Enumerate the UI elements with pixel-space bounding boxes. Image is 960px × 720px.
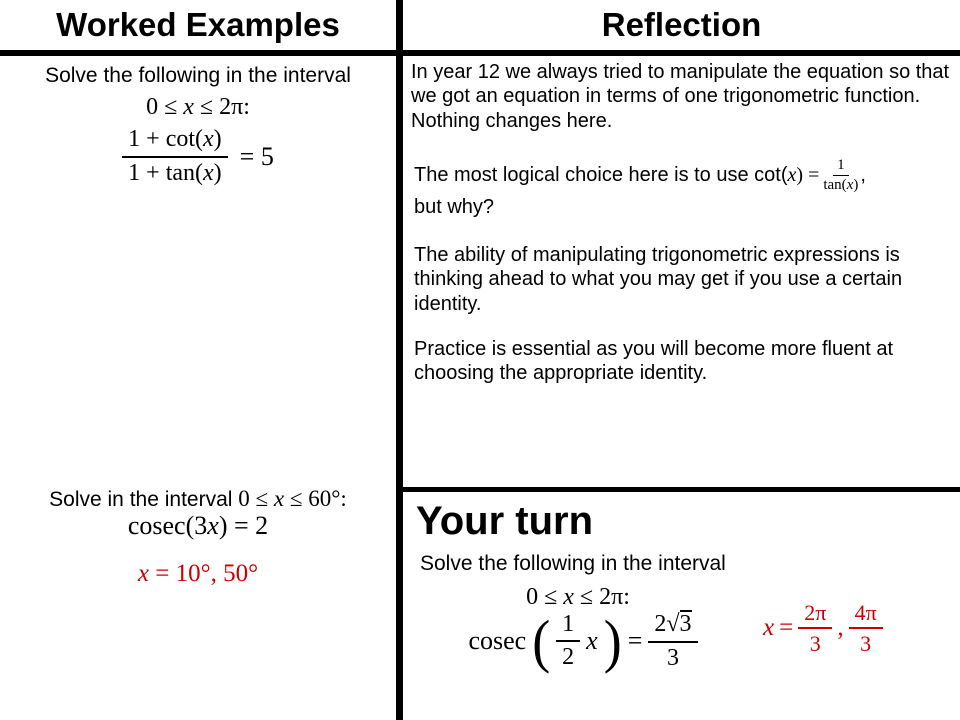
worked-examples-column: Worked Examples Solve the following in t… <box>0 0 396 720</box>
reflection-title: Reflection <box>601 6 762 43</box>
interval-var: x <box>563 584 574 610</box>
answer-frac1-den: 3 <box>809 631 821 657</box>
radical-sign: √ <box>666 611 680 637</box>
p2-var: x <box>787 163 797 186</box>
equation-var: x <box>586 626 598 656</box>
your-turn-equation: cosec ( 1 2 x ) = 2√3 3 <box>403 610 763 672</box>
problem1-interval: 0 ≤ x ≤ 2π: <box>0 94 396 121</box>
reflection-paragraph-3: The ability of manipulating trigonometri… <box>414 244 903 315</box>
problem2-interval: 0 ≤ x ≤ 60°: <box>238 486 347 511</box>
numerator-pre: 1 + cot( <box>128 126 204 152</box>
right-parenthesis: ) <box>603 607 622 674</box>
interval-var: x <box>183 94 194 120</box>
equals-sign: = <box>627 626 643 656</box>
equation-fraction: 1 + cot(x) 1 + tan(x) <box>122 126 228 187</box>
inline-fraction: 1 tan(x) <box>823 157 858 193</box>
rhs-denominator: 3 <box>666 644 679 671</box>
problem2-prompt: Solve in the interval 0 ≤ x ≤ 60°: <box>0 486 396 512</box>
fraction-numerator: 1 + cot(x) <box>122 126 228 158</box>
problem1-prompt: Solve the following in the interval <box>45 64 351 87</box>
half-fraction: 1 2 <box>556 611 581 672</box>
ifrac-den-pre: tan( <box>823 176 847 193</box>
equation-rhs: = 5 <box>239 141 274 171</box>
header-underline <box>0 50 960 56</box>
interval-post: ≤ 60°: <box>284 486 347 511</box>
reflection-paragraph-1: In year 12 we always tried to manipulate… <box>411 61 950 132</box>
column-divider <box>396 0 403 720</box>
ifrac-den-post: ) <box>853 176 859 193</box>
reflection-p2-line1: The most logical choice here is to use c… <box>414 157 956 193</box>
denominator-var: x <box>203 159 214 186</box>
radicand: 3 <box>679 610 692 637</box>
worked-examples-title: Worked Examples <box>56 6 340 43</box>
equation-post: ) = 2 <box>218 511 269 540</box>
interval-pre: 0 ≤ <box>146 94 184 120</box>
reflection-paragraph-4: Practice is essential as you will become… <box>414 338 894 385</box>
answer-frac2-num: 4π <box>848 600 883 630</box>
reflection-paragraph-2: The most logical choice here is to use c… <box>414 157 956 219</box>
answer-fraction-2: 4π 3 <box>848 600 883 657</box>
problem2-answer: x = 10°, 50° <box>0 560 396 588</box>
denominator-pre: 1 + tan( <box>128 159 204 186</box>
reflection-p2-line2: but why? <box>414 196 495 218</box>
inline-fraction-numerator: 1 <box>833 157 849 176</box>
p2-tail: , <box>860 163 866 186</box>
rhs-coefficient: 2 <box>654 611 667 637</box>
inline-fraction-denominator: tan(x) <box>823 176 858 194</box>
reflection-column: Reflection In year 12 we always tried to… <box>403 0 960 720</box>
interval-var: x <box>273 486 285 511</box>
answer-comma: , <box>837 614 844 642</box>
ifrac-den-var: x <box>846 176 854 193</box>
answer-values: = 10°, 50° <box>149 560 259 587</box>
your-turn-divider <box>403 487 960 492</box>
problem2-prompt-text: Solve in the interval <box>49 488 239 511</box>
numerator-post: ) <box>213 126 222 152</box>
interval-pre: 0 ≤ <box>526 584 564 610</box>
your-turn-answer: x = 2π 3 , 4π 3 <box>763 600 883 657</box>
rhs-fraction: 2√3 3 <box>648 610 698 672</box>
your-turn-title: Your turn <box>416 499 594 543</box>
answer-fraction-1: 2π 3 <box>798 600 833 657</box>
numerator-var: x <box>203 126 214 152</box>
interval-post: ≤ 2π: <box>573 584 630 610</box>
answer-frac2-den: 3 <box>860 631 872 657</box>
p2-mid: ) = <box>796 163 820 186</box>
equation-var: x <box>207 511 219 540</box>
left-parenthesis: ( <box>532 607 551 674</box>
answer-frac1-num: 2π <box>798 600 833 630</box>
rhs-numerator: 2√3 <box>648 610 698 643</box>
interval-pre: 0 ≤ <box>238 486 274 511</box>
your-turn-interval: 0 ≤ x ≤ 2π: <box>403 584 753 611</box>
half-denominator: 2 <box>562 644 575 671</box>
half-numerator: 1 <box>556 611 581 643</box>
problem1-equation: 1 + cot(x) 1 + tan(x) = 5 <box>0 126 396 187</box>
equation-pre: cosec(3 <box>127 511 208 540</box>
problem2-equation: cosec(3x) = 2 <box>0 511 396 541</box>
answer-var: x <box>137 560 149 587</box>
answer-var: x <box>763 614 775 642</box>
p2-lead: The most logical choice here is to use c… <box>414 163 788 186</box>
cosec-function: cosec <box>468 626 527 656</box>
denominator-post: ) <box>213 159 222 186</box>
interval-post: ≤ 2π: <box>193 94 250 120</box>
fraction-denominator: 1 + tan(x) <box>128 158 222 188</box>
answer-equals: = <box>779 614 794 642</box>
your-turn-prompt: Solve the following in the interval <box>420 552 726 575</box>
